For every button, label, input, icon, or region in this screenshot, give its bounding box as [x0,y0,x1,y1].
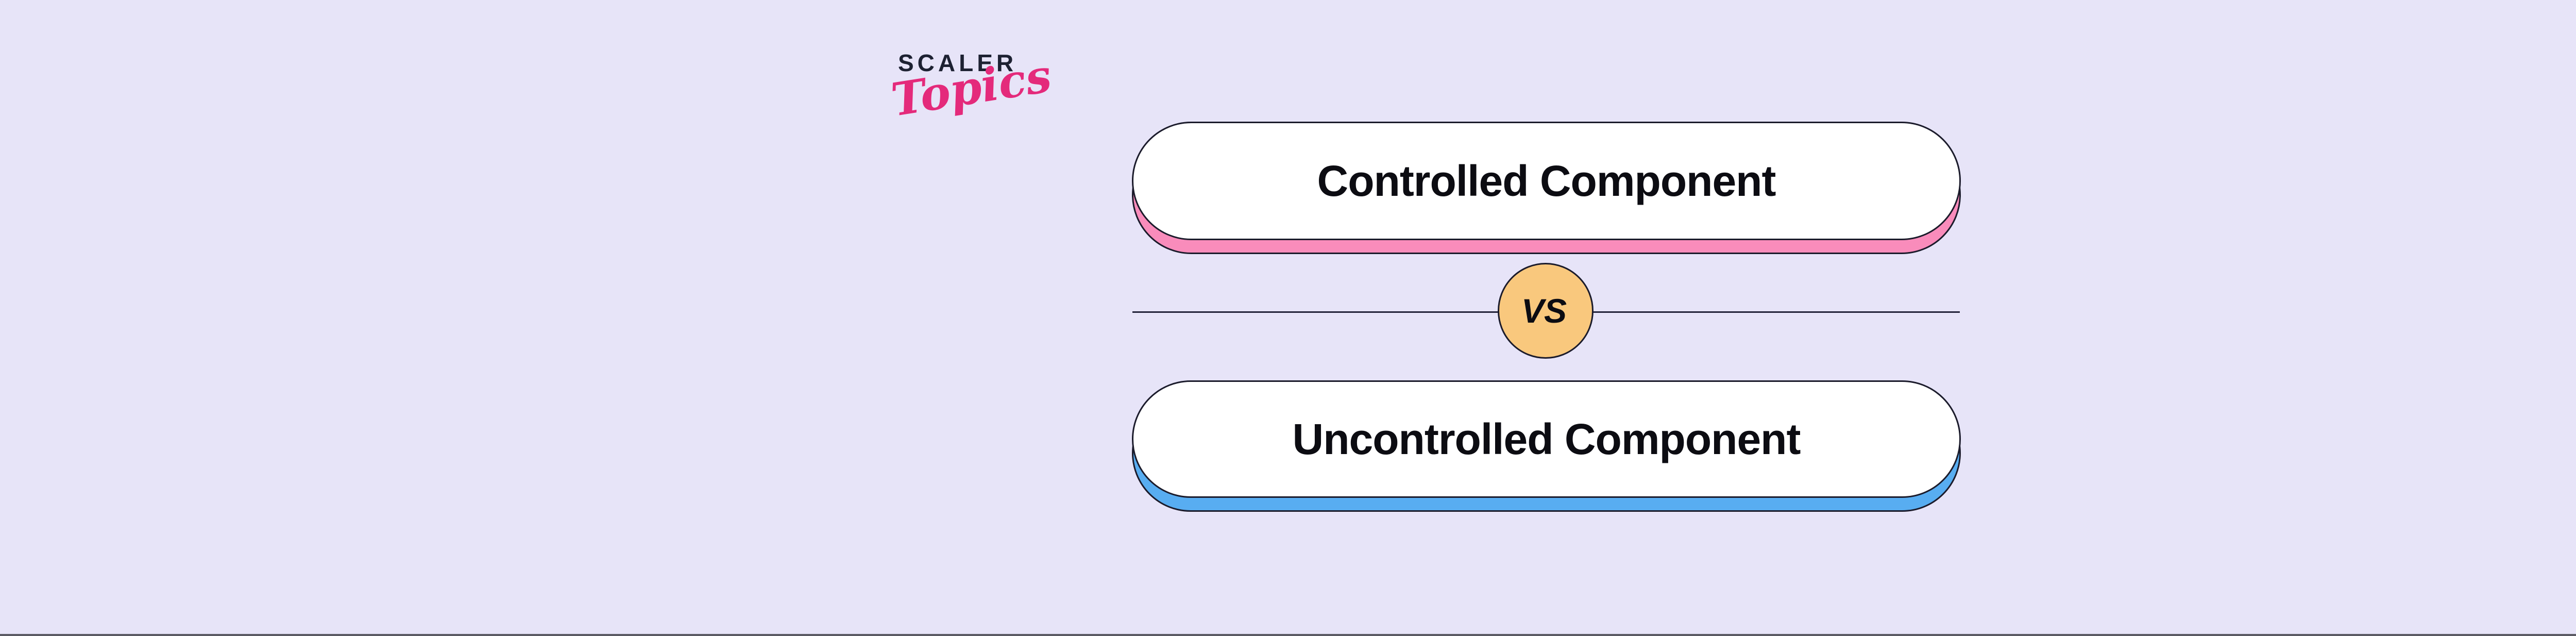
scaler-wordmark: SCALER [898,49,1018,76]
vs-label: VS [1521,292,1567,330]
uncontrolled-component-card: Uncontrolled Component [1132,380,1961,512]
uncontrolled-card-face: Uncontrolled Component [1132,380,1961,498]
controlled-card-face: Controlled Component [1132,122,1961,240]
scaler-topics-logo: SCALER Topics [884,48,1055,157]
uncontrolled-component-label: Uncontrolled Component [1292,414,1801,463]
vs-badge: VS [1498,263,1594,359]
controlled-component-label: Controlled Component [1317,156,1776,205]
controlled-component-card: Controlled Component [1132,122,1961,254]
bottom-edge-bar [0,634,2576,636]
